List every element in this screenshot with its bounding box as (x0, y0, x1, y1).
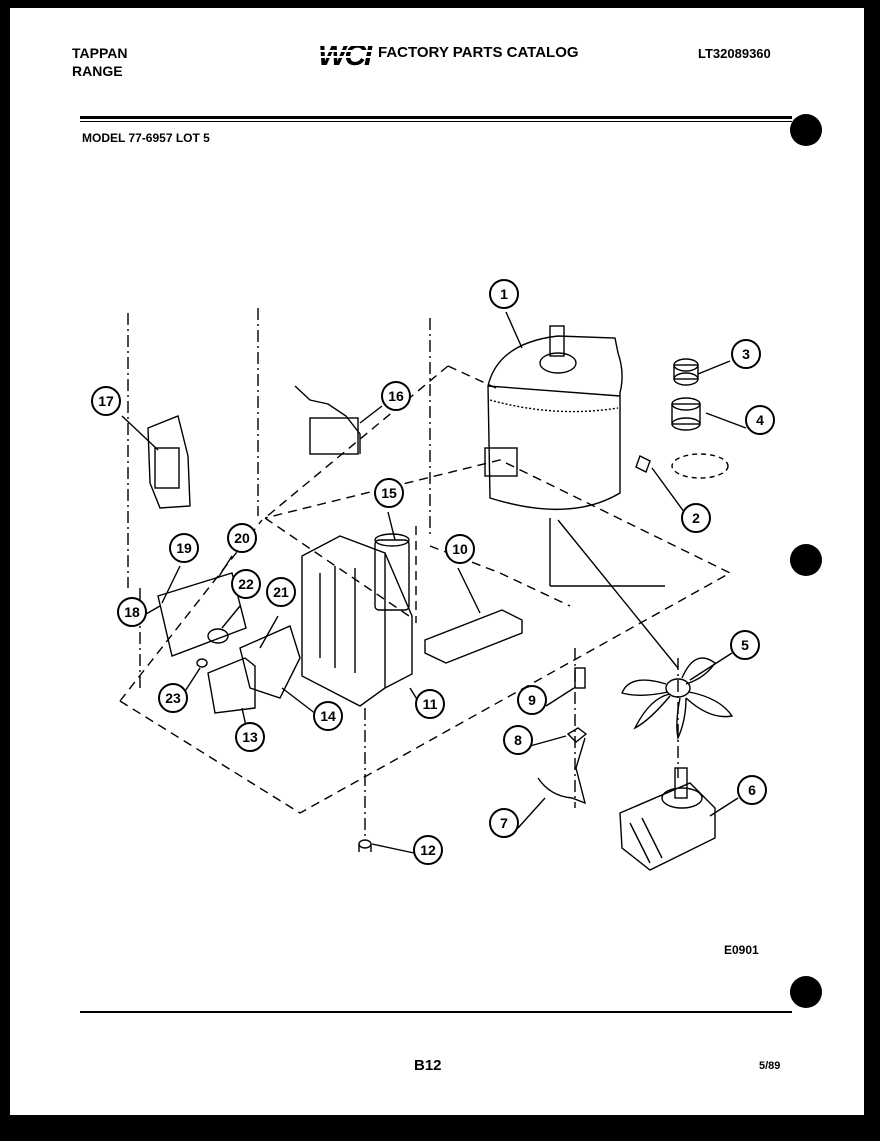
part-12-screw (358, 839, 372, 852)
wci-logo: WCI (316, 36, 382, 75)
part-10-bracket (424, 609, 523, 664)
callout-circle-11 (415, 689, 445, 719)
callout-label-14: 14 (320, 708, 336, 724)
callout-circle-8 (503, 725, 533, 755)
callout-label-5: 5 (741, 637, 749, 653)
callout-label-19: 19 (176, 540, 192, 556)
callout-label-22: 22 (238, 576, 254, 592)
header-rule-thin (80, 121, 792, 122)
callout-label-13: 13 (242, 729, 258, 745)
callout-circle-3 (731, 339, 761, 369)
base-outline (119, 365, 732, 814)
part-3-knob (673, 358, 699, 386)
part-11-chassis (301, 535, 413, 707)
callout-label-10: 10 (452, 541, 468, 557)
callout-circle-23 (158, 683, 188, 713)
callout-label-20: 20 (234, 530, 250, 546)
callout-label-2: 2 (692, 510, 700, 526)
callout-circle-16 (381, 381, 411, 411)
callout-label-11: 11 (423, 696, 438, 712)
part-1-motor-housing (484, 325, 623, 510)
callout-circle-2 (681, 503, 711, 533)
callout-label-15: 15 (381, 485, 397, 501)
catalog-number: LT32089360 (698, 46, 771, 61)
callout-label-1: 1 (500, 286, 508, 302)
part-13-bracket (207, 657, 256, 714)
part-7-harness (537, 737, 587, 805)
callout-circle-9 (517, 685, 547, 715)
callout-circle-21 (266, 577, 296, 607)
callout-label-12: 12 (420, 842, 436, 858)
callout-circle-19 (169, 533, 199, 563)
callout-circle-15 (374, 478, 404, 508)
callout-label-23: 23 (165, 690, 181, 706)
model-line: MODEL 77-6957 LOT 5 (82, 131, 210, 145)
callout-label-4: 4 (756, 412, 764, 428)
callout-label-6: 6 (748, 782, 756, 798)
callout-circle-14 (313, 701, 343, 731)
callout-label-8: 8 (514, 732, 522, 748)
part-19-board (157, 572, 247, 657)
part-22-relay (207, 628, 229, 644)
callout-label-9: 9 (528, 692, 536, 708)
part-16-switch (294, 385, 361, 455)
callout-circle-22 (231, 569, 261, 599)
callout-circle-20 (227, 523, 257, 553)
callout-circle-18 (117, 597, 147, 627)
catalog-page: TAPPAN RANGE WCI FACTORY PARTS CATALOG L… (10, 8, 864, 1115)
brand-name: TAPPAN (72, 45, 128, 61)
callout-circle-13 (235, 722, 265, 752)
callout-circle-5 (730, 630, 760, 660)
binder-hole-middle (790, 544, 822, 576)
product-type: RANGE (72, 63, 123, 79)
part-2-clip (635, 455, 651, 473)
callout-circle-6 (737, 775, 767, 805)
callout-circle-12 (413, 835, 443, 865)
callout-label-18: 18 (124, 604, 140, 620)
part-23-screw (196, 658, 208, 668)
part-6-fan-motor (619, 767, 716, 871)
callout-circle-10 (445, 534, 475, 564)
part-4-bearing (671, 397, 701, 431)
binder-hole-top (790, 114, 822, 146)
header-rule (80, 116, 792, 119)
page-number: B12 (414, 1057, 442, 1074)
callout-label-17: 17 (98, 393, 114, 409)
part-15-capacitor (374, 533, 410, 611)
callout-label-21: 21 (273, 584, 289, 600)
callout-circle-4 (745, 405, 775, 435)
diagram-code: E0901 (724, 943, 759, 957)
callout-label-16: 16 (388, 388, 404, 404)
part-5-fan-blade (621, 657, 734, 741)
footer-rule (80, 1011, 792, 1013)
callout-label-7: 7 (500, 815, 508, 831)
callout-circle-17 (91, 386, 121, 416)
part-17-bracket (147, 415, 191, 509)
part-8-clip (566, 727, 588, 743)
callout-label-3: 3 (742, 346, 750, 362)
callout-circle-7 (489, 808, 519, 838)
callout-leader-lines (121, 311, 747, 854)
print-date: 5/89 (759, 1060, 781, 1072)
catalog-title: FACTORY PARTS CATALOG (378, 44, 579, 61)
part-14-shield (239, 625, 301, 699)
part-9-bracket (574, 667, 586, 689)
binder-hole-bottom (790, 976, 822, 1008)
callout-circle-1 (489, 279, 519, 309)
